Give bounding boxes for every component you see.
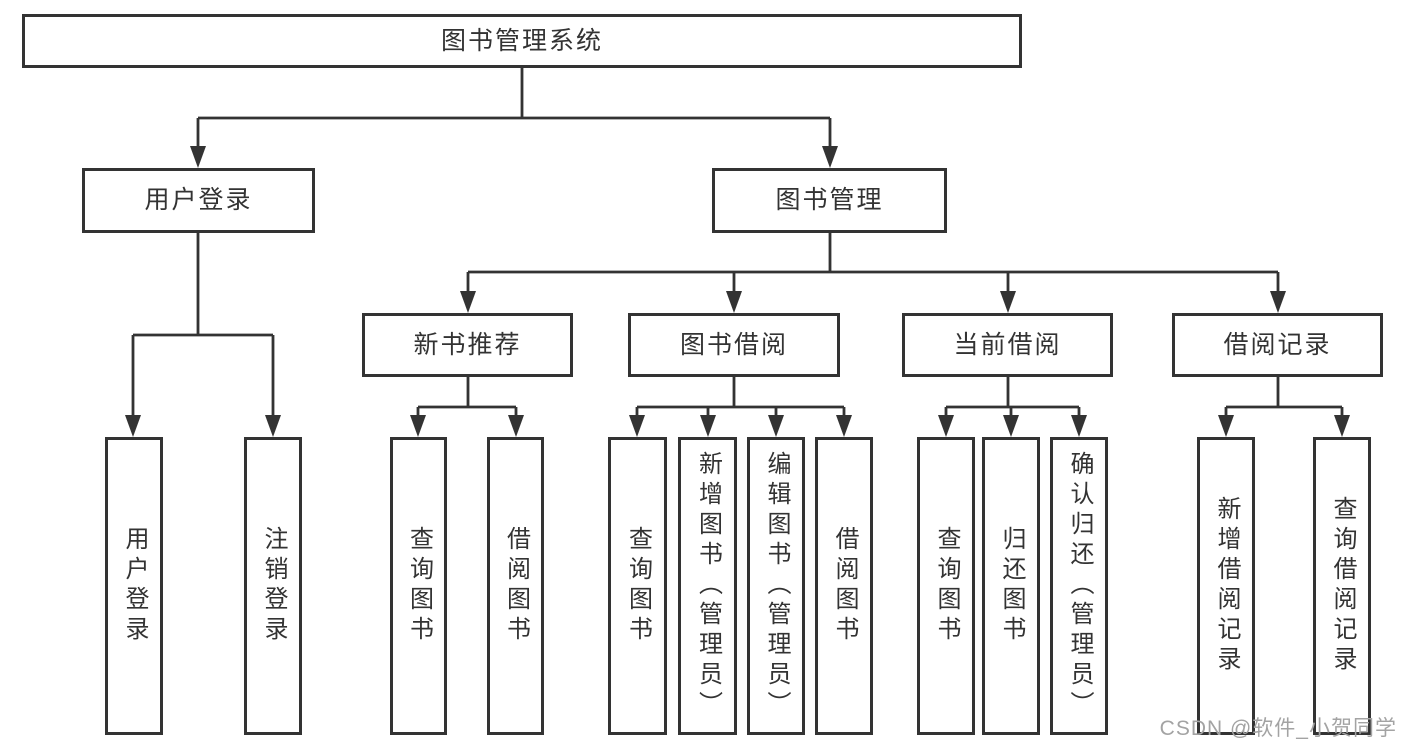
csdn-watermark: CSDN @软件_小贺同学 bbox=[1159, 717, 1397, 740]
node-current-borrow: 当前借阅 bbox=[902, 313, 1113, 377]
connector-book-mgmt bbox=[460, 233, 1286, 313]
leaf-add-book-admin: 新增图书（管理员） bbox=[678, 437, 737, 735]
leaf-query-borrow-record: 查询借阅记录 bbox=[1313, 437, 1371, 735]
leaf-add-borrow-record: 新增借阅记录 bbox=[1197, 437, 1255, 735]
connector-user-login bbox=[125, 233, 281, 437]
connector-new-book bbox=[410, 377, 524, 437]
connector-book-borrow bbox=[629, 377, 852, 437]
node-user-login: 用户登录 bbox=[82, 168, 315, 233]
connector-borrow-record bbox=[1218, 377, 1350, 437]
leaf-query-book-recommend: 查询图书 bbox=[390, 437, 447, 735]
node-borrow-record: 借阅记录 bbox=[1172, 313, 1383, 377]
leaf-user-login: 用户登录 bbox=[105, 437, 163, 735]
leaf-borrow-book-recommend: 借阅图书 bbox=[487, 437, 544, 735]
leaf-confirm-return-admin: 确认归还（管理员） bbox=[1050, 437, 1108, 735]
leaf-return-book: 归还图书 bbox=[982, 437, 1040, 735]
connector-root bbox=[190, 68, 838, 168]
leaf-edit-book-admin: 编辑图书（管理员） bbox=[747, 437, 805, 735]
node-new-book-recommend: 新书推荐 bbox=[362, 313, 573, 377]
leaf-query-book-current: 查询图书 bbox=[917, 437, 975, 735]
connector-current-borrow bbox=[938, 377, 1087, 437]
leaf-query-book-borrow: 查询图书 bbox=[608, 437, 667, 735]
node-book-borrow: 图书借阅 bbox=[628, 313, 840, 377]
node-book-management: 图书管理 bbox=[712, 168, 947, 233]
node-root-title: 图书管理系统 bbox=[22, 14, 1022, 68]
leaf-logout: 注销登录 bbox=[244, 437, 302, 735]
leaf-borrow-book: 借阅图书 bbox=[815, 437, 873, 735]
